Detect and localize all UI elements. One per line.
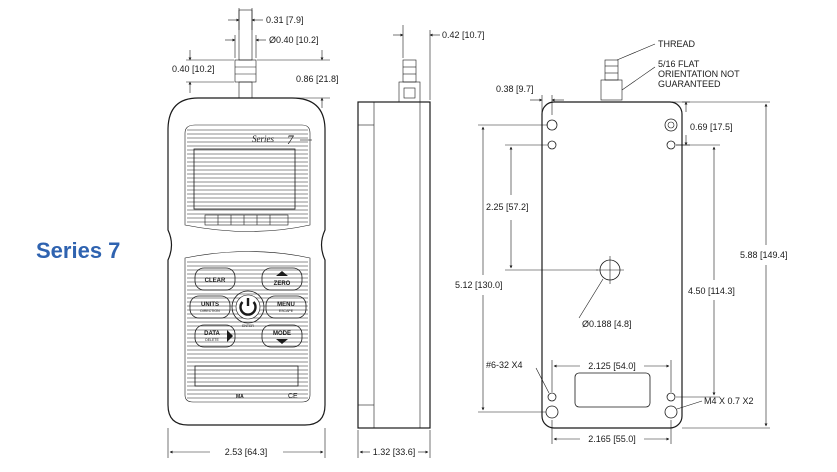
dim-shaft-length: 0.86 [21.8] bbox=[296, 74, 339, 84]
callout-flat: 5/16 FLAT bbox=[658, 59, 700, 69]
rear-screw-hole bbox=[666, 140, 676, 150]
dim-center-hole: 2.25 [57.2] bbox=[486, 202, 529, 212]
callout-guaranteed: GUARANTEED bbox=[658, 79, 721, 89]
data-button[interactable] bbox=[194, 324, 236, 348]
dim-metric-screw: M4 X 0.7 X2 bbox=[704, 396, 754, 406]
side-body bbox=[357, 101, 431, 429]
indicator-strip bbox=[204, 214, 289, 226]
dim-thickness: 1.32 [33.6] bbox=[373, 447, 416, 457]
rear-screw-hole bbox=[666, 392, 676, 402]
front-body bbox=[167, 97, 326, 426]
rear-shaft bbox=[604, 59, 619, 81]
front-collar bbox=[234, 59, 257, 83]
rear-screw-hole bbox=[664, 118, 678, 132]
down-arrow-icon bbox=[276, 339, 288, 344]
dim-shaft-offset: 0.42 [10.7] bbox=[442, 30, 485, 40]
front-shaft bbox=[238, 9, 253, 61]
series-title: Series 7 bbox=[36, 238, 120, 263]
mode-button-label: MODE bbox=[273, 331, 291, 337]
zero-button[interactable] bbox=[261, 267, 303, 291]
footer-text: MA bbox=[236, 394, 244, 400]
units-button-label: UNITS bbox=[201, 302, 219, 308]
power-button[interactable] bbox=[231, 290, 265, 324]
zero-button-label: ZERO bbox=[274, 281, 291, 287]
ce-mark: CE bbox=[288, 393, 298, 400]
units-button[interactable] bbox=[189, 295, 231, 319]
dim-center-dia: Ø0.188 [4.8] bbox=[582, 319, 632, 329]
dim-screw: #6-32 X4 bbox=[486, 360, 523, 370]
dim-hole-spacing-v: 4.50 [114.3] bbox=[688, 286, 735, 296]
side-shaft bbox=[402, 59, 417, 83]
callout-thread: THREAD bbox=[658, 39, 696, 49]
side-view: 0.42 [10.7] 1.32 [33.6] bbox=[357, 25, 485, 458]
dim-bottom-width: 2.165 [55.0] bbox=[588, 434, 636, 444]
display-panel bbox=[184, 124, 311, 232]
dim-hole-spacing-h: 2.125 [54.0] bbox=[588, 361, 636, 371]
rear-screw-hole bbox=[547, 392, 557, 402]
power-icon bbox=[239, 301, 257, 316]
rear-screw-hole bbox=[664, 405, 678, 419]
rear-view: THREAD 5/16 FLAT ORIENTATION NOT GUARANT… bbox=[455, 39, 788, 444]
clear-button-label: CLEAR bbox=[205, 278, 226, 284]
lcd-screen bbox=[193, 148, 296, 210]
clear-button[interactable] bbox=[194, 267, 236, 291]
dim-collar-height: 0.40 [10.2] bbox=[172, 64, 215, 74]
keypad-panel bbox=[184, 251, 311, 403]
dim-width: 2.53 [64.3] bbox=[225, 447, 268, 457]
brand-number: 7 bbox=[287, 132, 294, 147]
rear-body bbox=[541, 101, 683, 429]
up-arrow-icon bbox=[276, 271, 288, 276]
label-window bbox=[194, 365, 299, 387]
front-view: Series 7 CLEAR ZERO UNITS DIRECTION MENU… bbox=[167, 8, 339, 458]
dim-edge-offset: 0.38 [9.7] bbox=[496, 84, 534, 94]
dim-top-hole: 0.69 [17.5] bbox=[690, 122, 733, 132]
units-sub-label: DIRECTION bbox=[200, 309, 220, 313]
dim-shaft-width: 0.31 [7.9] bbox=[266, 15, 304, 25]
right-arrow-icon bbox=[227, 330, 233, 342]
menu-button[interactable] bbox=[265, 295, 307, 319]
mode-button[interactable] bbox=[261, 324, 303, 348]
menu-button-label: MENU bbox=[277, 302, 295, 308]
callout-orientation: ORIENTATION NOT bbox=[658, 69, 740, 79]
data-sub-label: DELETE bbox=[205, 338, 219, 342]
rear-label-recess bbox=[574, 372, 651, 408]
dim-collar-dia: Ø0.40 [10.2] bbox=[269, 35, 319, 45]
enter-label: ENTER bbox=[242, 324, 254, 328]
dim-overall-height: 5.88 [149.4] bbox=[740, 250, 788, 260]
brand-label: Series bbox=[252, 134, 274, 144]
menu-sub-label: ESCAPE bbox=[279, 309, 294, 313]
data-button-label: DATA bbox=[204, 331, 220, 337]
dim-hole-to-bottom: 5.12 [130.0] bbox=[455, 280, 503, 290]
